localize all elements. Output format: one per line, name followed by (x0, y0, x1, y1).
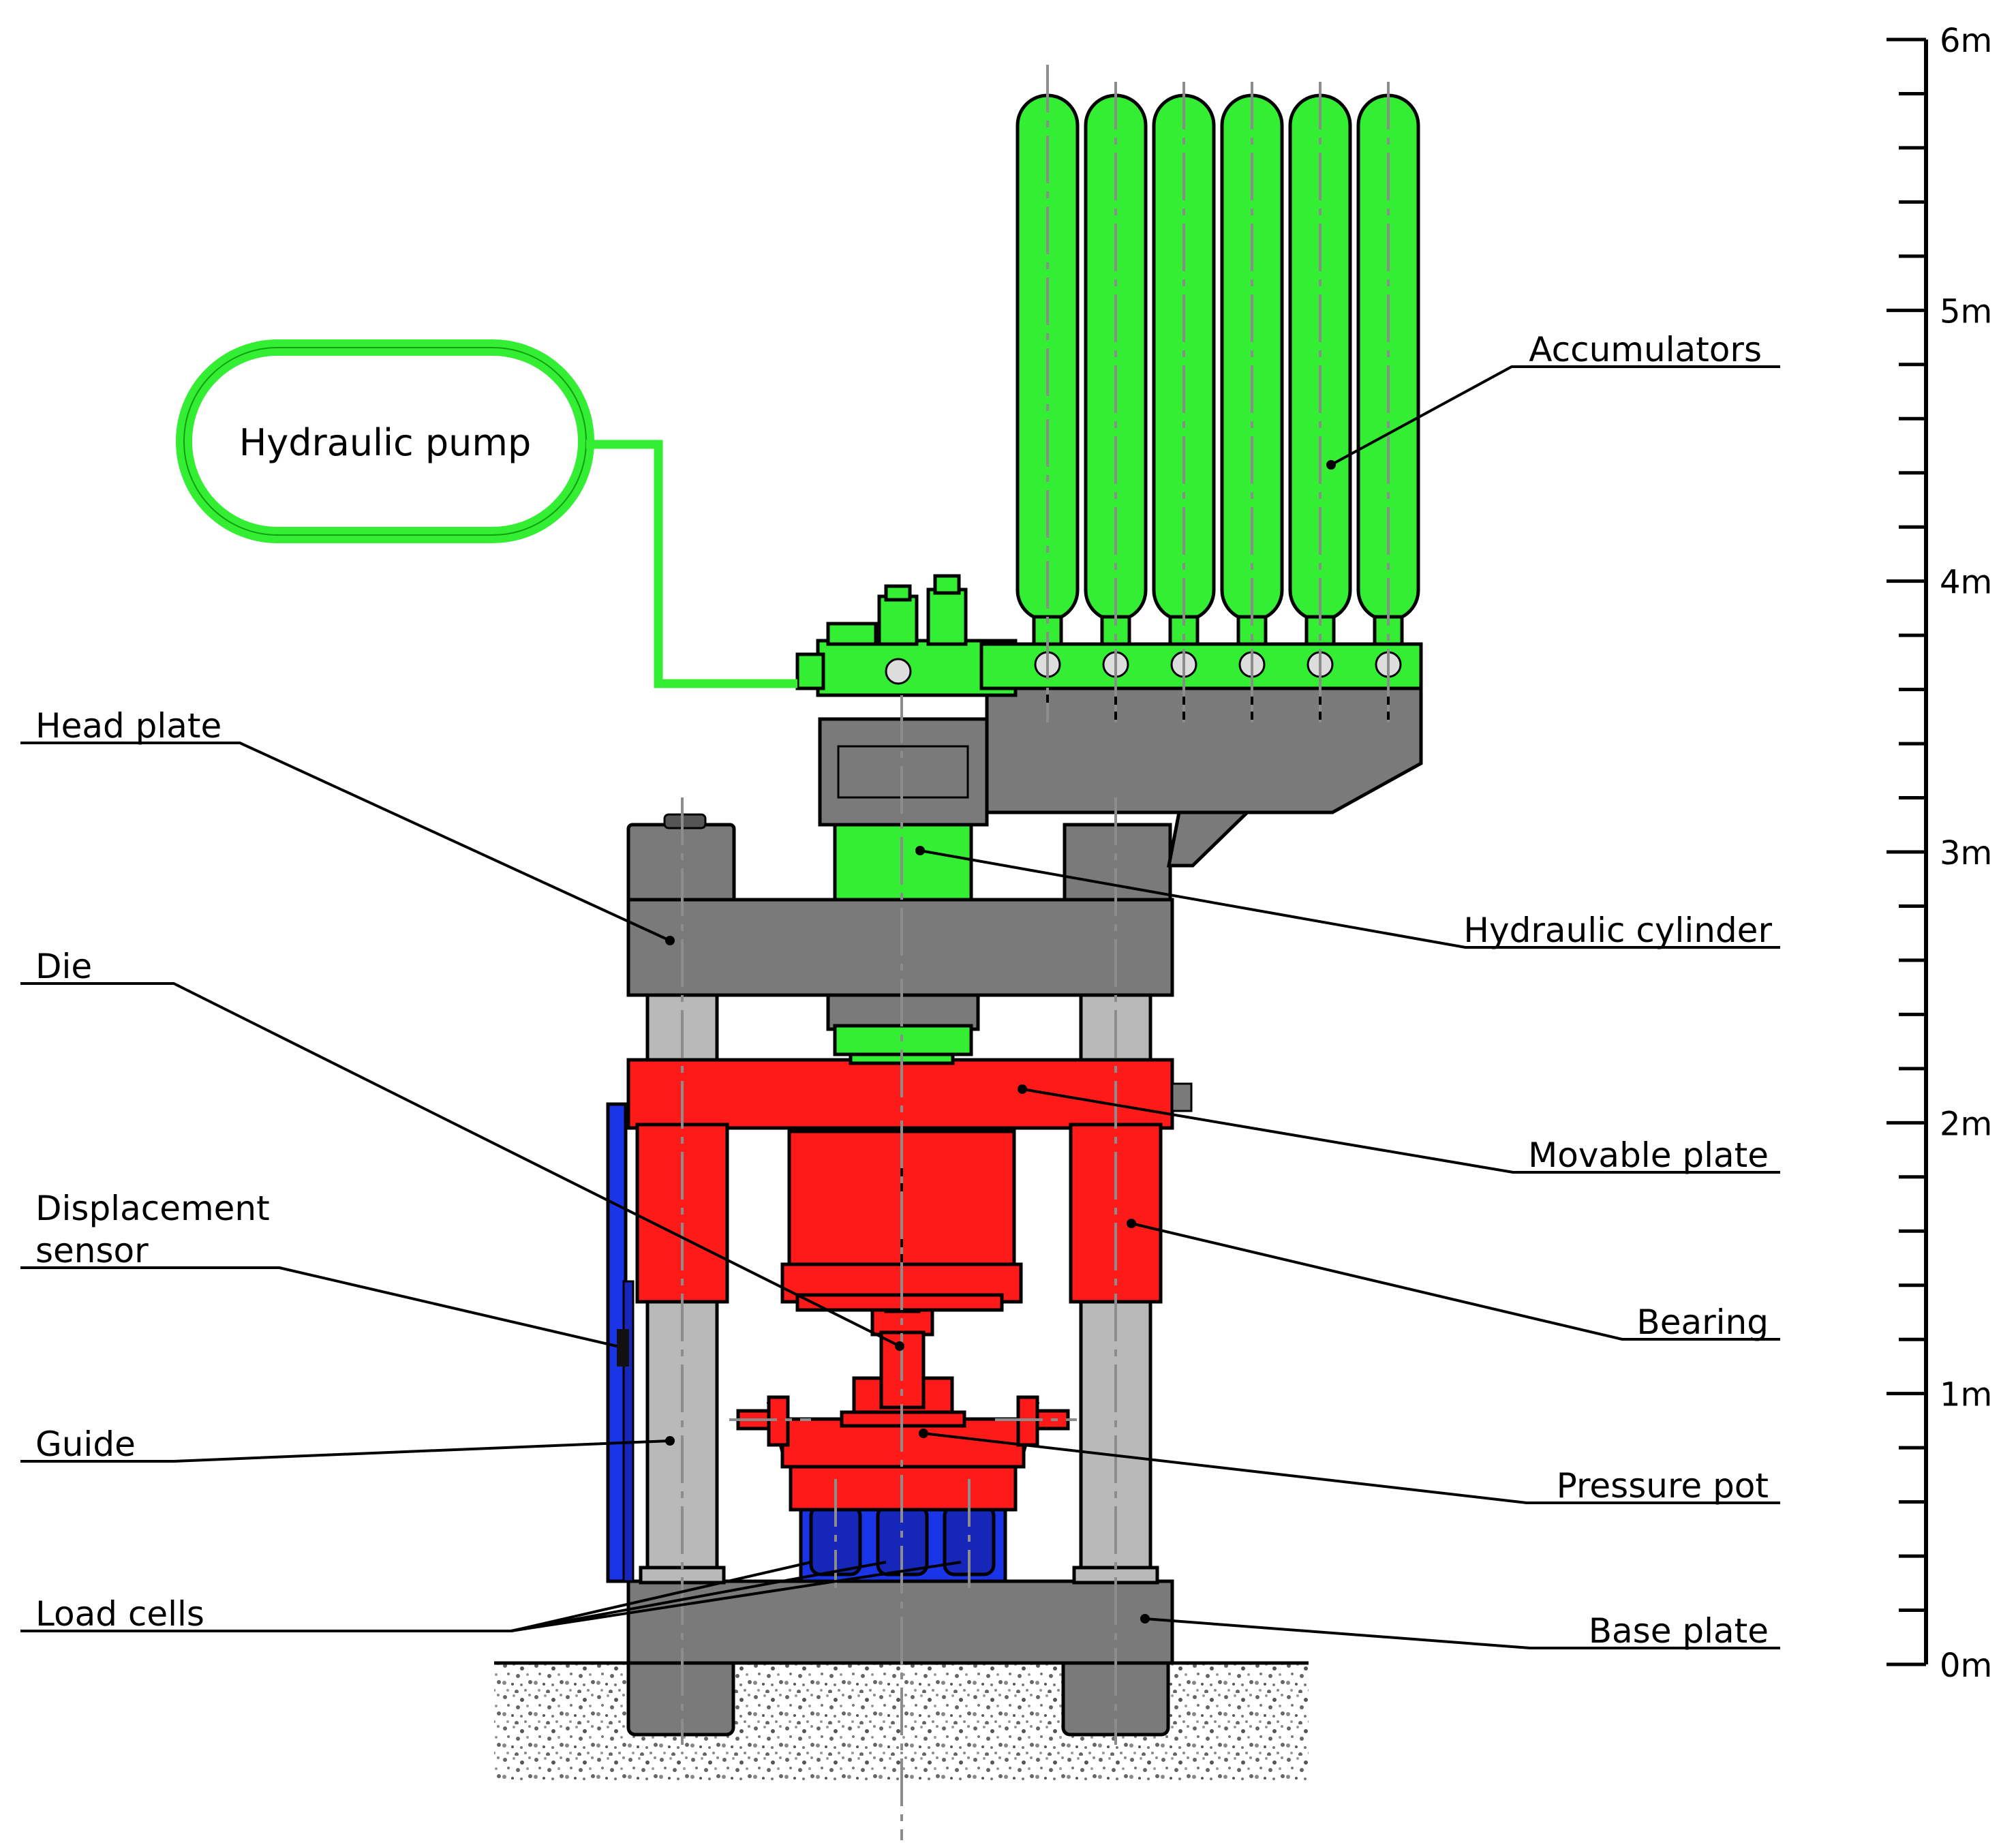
label-guide: Guide (35, 1424, 136, 1464)
hydraulic-pump-label: Hydraulic pump (239, 421, 532, 464)
label-displacement-sensor-1: Displacement (35, 1189, 270, 1228)
labels: Accumulators Head plate Hydraulic cylind… (35, 330, 1772, 1651)
height-scale: 0m 1m 2m 3m 4m 5m 6m (1887, 22, 1992, 1685)
center-lines (681, 65, 1390, 1840)
label-displacement-sensor-2: sensor (35, 1231, 149, 1270)
scale-tick-label: 2m (1940, 1105, 1992, 1143)
label-bearing: Bearing (1636, 1302, 1769, 1342)
label-accumulators: Accumulators (1529, 330, 1762, 369)
label-movable-plate: Movable plate (1528, 1135, 1769, 1175)
scale-tick-label: 1m (1940, 1376, 1992, 1414)
leader-lines (20, 365, 1780, 1649)
scale-tick-label: 6m (1940, 22, 1992, 60)
hydraulic-pump: Hydraulic pump (176, 339, 797, 688)
label-die: Die (35, 947, 92, 986)
scale-tick-label: 0m (1940, 1647, 1992, 1685)
label-head-plate: Head plate (35, 706, 222, 746)
scale-tick-label: 5m (1940, 292, 1992, 331)
displacement-sensor (606, 1102, 635, 1583)
scale-tick-label: 4m (1940, 564, 1992, 602)
label-hydraulic-cylinder: Hydraulic cylinder (1463, 911, 1772, 950)
label-load-cells: Load cells (35, 1594, 204, 1634)
hydraulic-pipe (586, 440, 797, 688)
scale-tick-label: 3m (1940, 834, 1992, 872)
label-pressure-pot: Pressure pot (1557, 1466, 1769, 1506)
label-base-plate: Base plate (1589, 1611, 1769, 1651)
